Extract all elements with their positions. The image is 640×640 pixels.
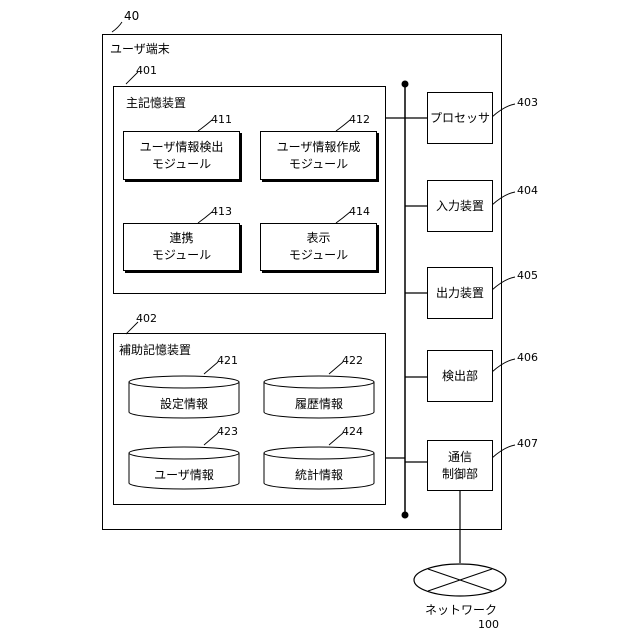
module-linkage: 連携モジュール xyxy=(123,223,240,271)
component-line1: 通信 xyxy=(442,449,478,466)
component-line1: 出力装置 xyxy=(436,285,484,302)
module-line1: 表示 xyxy=(289,230,348,247)
terminal-label: ユーザ端末 xyxy=(110,42,170,56)
db-ref-422: 422 xyxy=(342,355,363,367)
module-user-info-detection: ユーザ情報検出モジュール xyxy=(123,131,240,180)
db-setting-info: 設定情報 xyxy=(129,390,239,416)
aux-storage-ref: 402 xyxy=(136,313,157,325)
db-ref-423: 423 xyxy=(217,426,238,438)
main-storage-label: 主記憶装置 xyxy=(126,96,186,110)
module-display: 表示モジュール xyxy=(260,223,377,271)
output-device-box: 出力装置 xyxy=(427,267,493,319)
module-line1: ユーザ情報作成 xyxy=(277,139,361,156)
aux-storage-label: 補助記憶装置 xyxy=(119,343,191,357)
module-ref-411: 411 xyxy=(211,114,232,126)
component-line2: 制御部 xyxy=(442,466,478,483)
processor-box: プロセッサ xyxy=(427,92,493,144)
module-ref-414: 414 xyxy=(349,206,370,218)
module-line2: モジュール xyxy=(289,247,348,264)
detection-unit-ref: 406 xyxy=(517,352,538,364)
input-device-box: 入力装置 xyxy=(427,180,493,232)
db-history-info: 履歴情報 xyxy=(264,390,374,416)
module-ref-413: 413 xyxy=(211,206,232,218)
module-line2: モジュール xyxy=(140,156,224,173)
component-line1: 検出部 xyxy=(442,368,478,385)
module-line2: モジュール xyxy=(277,156,361,173)
detection-unit-box: 検出部 xyxy=(427,350,493,402)
main-storage-ref: 401 xyxy=(136,65,157,77)
db-ref-424: 424 xyxy=(342,426,363,438)
db-user-info: ユーザ情報 xyxy=(129,461,239,487)
db-ref-421: 421 xyxy=(217,355,238,367)
module-line1: 連携 xyxy=(152,230,211,247)
module-user-info-creation: ユーザ情報作成モジュール xyxy=(260,131,377,180)
network-ref: 100 xyxy=(478,619,499,631)
db-statistics-info: 統計情報 xyxy=(264,461,374,487)
network-label: ネットワーク xyxy=(425,603,497,617)
terminal-ref: 40 xyxy=(124,10,139,22)
module-line1: ユーザ情報検出 xyxy=(140,139,224,156)
component-line1: 入力装置 xyxy=(436,198,484,215)
module-ref-412: 412 xyxy=(349,114,370,126)
communication-control-box: 通信制御部 xyxy=(427,440,493,491)
processor-ref: 403 xyxy=(517,97,538,109)
input-device-ref: 404 xyxy=(517,185,538,197)
output-device-ref: 405 xyxy=(517,270,538,282)
communication-control-ref: 407 xyxy=(517,438,538,450)
component-line1: プロセッサ xyxy=(430,110,490,127)
module-line2: モジュール xyxy=(152,247,211,264)
